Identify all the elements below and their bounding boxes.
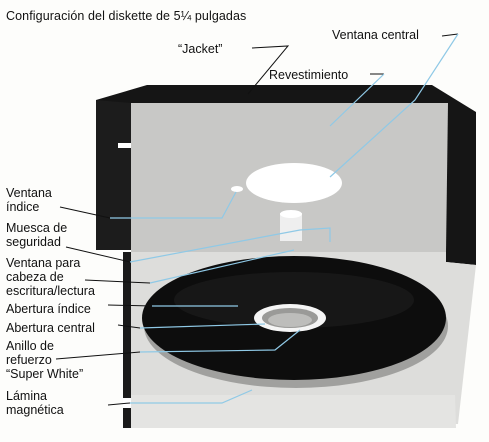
center-hole-inner [268,313,312,327]
inner-leader-abertura-central [139,323,266,329]
label-abertura-indice: Abertura índice [6,302,91,316]
leader-ventana-indice [59,206,111,219]
inner-leader-ventana-central [329,33,459,178]
base-sheet [131,395,456,428]
head-post [280,213,302,241]
disk-highlight [174,272,414,328]
label-anillo-line3: “Super White” [6,367,84,381]
jacket-edge-mark [118,143,132,148]
inner-leaders [110,33,459,404]
leader-lamina [107,402,131,406]
label-cabeza-line1: Ventana para [6,256,81,270]
label-ventana-central: Ventana central [332,28,419,42]
label-muesca-line2: seguridad [6,235,61,249]
label-leaders [55,33,459,406]
index-window-ellipse [231,186,243,192]
jacket-left-strip [123,252,131,428]
leader-muesca [65,246,131,263]
inner-leader-muesca [129,227,331,263]
inner-leader-ventana-indice [110,191,237,219]
head-post-top [280,210,302,218]
label-lamina-line1: Lámina [6,389,47,403]
diagram-title: Configuración del diskette de 5¼ pulgada… [6,9,247,23]
leader-anillo [55,351,141,360]
leader-jacket [247,45,290,95]
label-lamina-line2: magnética [6,403,64,417]
label-abertura-central: Abertura central [6,321,95,335]
label-ventana-indice-line1: Ventana [6,186,52,200]
label-cabeza-line2: cabeza de [6,270,64,284]
label-cabeza-line3: escritura/lectura [6,284,95,298]
label-ventana-indice-line2: índice [6,200,40,214]
label-muesca-line1: Muesca de [6,221,68,235]
label-revestimiento: Revestimiento [269,68,349,82]
inner-leader-lamina [130,389,253,404]
leader-abertura-central [117,324,141,329]
leader-cabeza [84,279,151,284]
label-anillo-line2: refuerzo [6,353,52,367]
inner-leader-anillo [139,329,301,353]
leader-ventana-central [441,33,459,37]
leader-abertura-indice [107,304,153,307]
label-jacket: “Jacket” [178,42,223,56]
center-window-ellipse [246,163,342,203]
label-anillo-line1: Anillo de [6,339,54,353]
jacket-left-side [96,100,131,250]
inner-leader-revestimiento [329,73,385,127]
inner-leader-cabeza [149,249,295,284]
